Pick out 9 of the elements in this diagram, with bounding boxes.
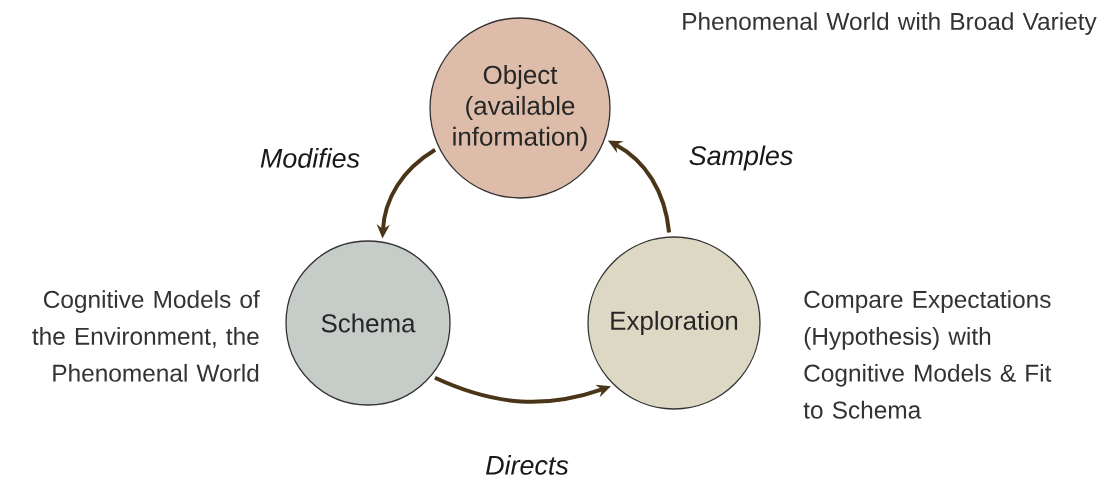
- side-note: Cognitive Models of the Environment, the Phenomenal World: [32, 290, 260, 382]
- side-note: Phenomenal World with Broad Variety: [683, 12, 1097, 35]
- circle-node: Object (available information): [429, 17, 611, 199]
- edge-label: Directs: [486, 455, 569, 475]
- circle-node: Exploration: [587, 236, 761, 410]
- circle-node: Schema: [285, 240, 451, 406]
- side-note: Compare Expectations (Hypothesis) with Cognitive Models & Fit to Schema: [803, 290, 1052, 419]
- edge-label: Samples: [689, 145, 793, 171]
- edge-label: Modifies: [260, 148, 360, 168]
